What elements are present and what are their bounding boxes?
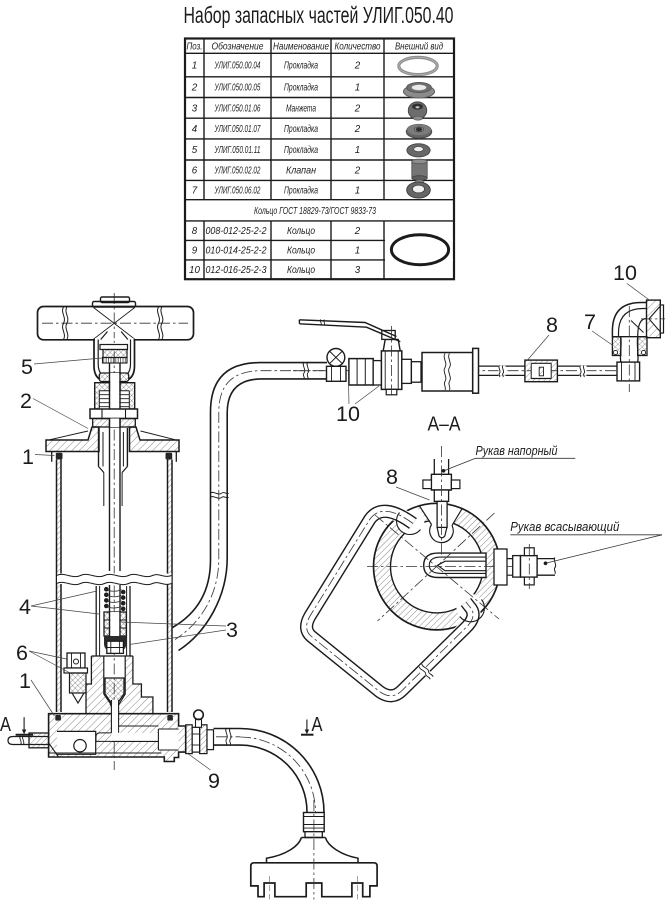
svg-text:1: 1 [355, 83, 360, 94]
svg-text:2: 2 [191, 83, 198, 94]
svg-text:008-012-25-2-2: 008-012-25-2-2 [206, 226, 267, 237]
svg-text:10: 10 [189, 265, 200, 276]
svg-text:4: 4 [19, 595, 31, 619]
svg-text:УЛИГ.050.00.05: УЛИГ.050.00.05 [214, 83, 261, 94]
svg-text:2: 2 [354, 60, 361, 71]
svg-text:8: 8 [386, 465, 398, 489]
svg-text:Поз.: Поз. [187, 41, 203, 52]
svg-text:Манжета: Манжета [286, 103, 316, 114]
svg-text:2: 2 [354, 166, 361, 177]
svg-text:Набор запасных частей УЛИГ.050: Набор запасных частей УЛИГ.050.40 [184, 2, 454, 28]
svg-text:Кольцо: Кольцо [287, 226, 315, 237]
svg-text:УЛИГ.050.06.02: УЛИГ.050.06.02 [214, 185, 261, 196]
svg-text:Прокладка: Прокладка [284, 124, 318, 135]
svg-text:Обозначение: Обозначение [212, 40, 264, 52]
svg-text:1: 1 [22, 445, 34, 469]
svg-text:А: А [312, 714, 324, 736]
svg-text:9: 9 [192, 245, 198, 256]
svg-text:Рукав напорный: Рукав напорный [476, 444, 558, 458]
svg-text:012-016-25-2-3: 012-016-25-2-3 [206, 265, 267, 276]
svg-text:УЛИГ.050.01.07: УЛИГ.050.01.07 [214, 124, 261, 135]
svg-text:2: 2 [354, 124, 361, 135]
svg-text:УЛИГ.050.00.04: УЛИГ.050.00.04 [214, 60, 261, 71]
svg-text:Прокладка: Прокладка [284, 60, 318, 71]
svg-text:УЛИГ.050.02.02: УЛИГ.050.02.02 [214, 166, 261, 177]
svg-text:Кольцо: Кольцо [287, 245, 315, 256]
svg-text:Внешний вид: Внешний вид [395, 41, 443, 52]
svg-text:6: 6 [16, 641, 28, 665]
svg-text:5: 5 [21, 355, 33, 379]
svg-text:Кольцо: Кольцо [287, 265, 315, 276]
svg-text:Количество: Количество [335, 41, 381, 52]
svg-text:А: А [0, 714, 12, 736]
svg-text:9: 9 [208, 769, 220, 793]
svg-text:1: 1 [19, 669, 31, 693]
svg-text:2: 2 [354, 226, 361, 237]
svg-text:Рукав всасывающий: Рукав всасывающий [510, 520, 619, 534]
svg-text:1: 1 [355, 145, 360, 156]
svg-text:1: 1 [355, 185, 360, 196]
svg-text:8: 8 [546, 313, 558, 337]
svg-text:10: 10 [613, 261, 637, 285]
svg-text:3: 3 [355, 265, 361, 276]
svg-text:4: 4 [192, 124, 198, 135]
svg-text:8: 8 [192, 226, 198, 237]
svg-text:Прокладка: Прокладка [284, 145, 318, 156]
svg-text:2: 2 [354, 103, 361, 114]
svg-text:7: 7 [192, 185, 198, 196]
svg-text:2: 2 [20, 389, 32, 413]
svg-text:5: 5 [192, 145, 198, 156]
svg-text:7: 7 [584, 310, 596, 334]
svg-text:3: 3 [226, 618, 238, 642]
svg-text:УЛИГ.050.01.06: УЛИГ.050.01.06 [214, 103, 261, 114]
svg-text:1: 1 [192, 60, 197, 71]
svg-text:3: 3 [192, 103, 198, 114]
svg-text:10: 10 [336, 402, 360, 426]
svg-text:1: 1 [355, 245, 360, 256]
svg-text:Прокладка: Прокладка [284, 185, 318, 196]
svg-text:010-014-25-2-2: 010-014-25-2-2 [206, 245, 267, 256]
svg-text:Наименование: Наименование [273, 41, 329, 52]
svg-text:Прокладка: Прокладка [284, 83, 318, 94]
svg-text:А–А: А–А [428, 413, 461, 436]
svg-text:Клапан: Клапан [286, 166, 317, 177]
svg-text:6: 6 [192, 166, 198, 177]
svg-text:Кольцо ГОСТ 18829-73/ГОСТ 9833: Кольцо ГОСТ 18829-73/ГОСТ 9833-73 [254, 206, 376, 217]
svg-text:УЛИГ.050.01.11: УЛИГ.050.01.11 [214, 145, 261, 156]
